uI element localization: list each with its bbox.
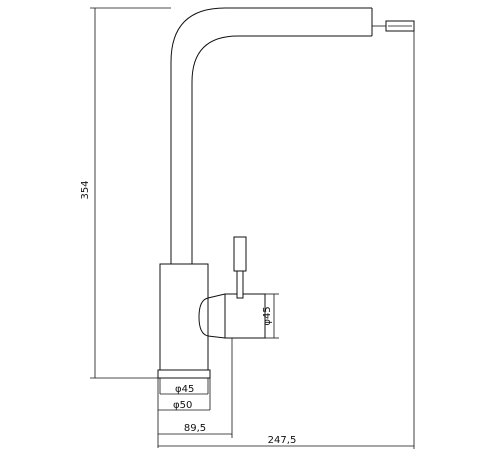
dimension-label-base-inner: φ45 [175, 384, 194, 395]
spout-inner-contour [191, 35, 372, 264]
dimension-width-total: 247,5 [158, 31, 415, 449]
dimension-base-diameters: φ45 φ50 [157, 378, 211, 448]
lever-collar [207, 293, 226, 339]
lever-boss [198, 297, 209, 337]
dimension-label-base-outer: φ50 [173, 400, 192, 411]
dimension-label-handle-diameter: φ45 [262, 306, 273, 325]
dimension-label-width-base: 89,5 [184, 423, 206, 434]
dimension-handle-diameter: φ45 [262, 293, 279, 339]
lever-handle [233, 236, 247, 272]
dimension-width-base: 89,5 [158, 338, 233, 438]
dimension-label-height: 354 [80, 180, 91, 199]
faucet-body [157, 7, 415, 379]
dimension-label-width-total: 247,5 [268, 435, 297, 446]
lever-cartridge [224, 293, 266, 339]
base-flange [157, 369, 211, 379]
dimension-height: 354 [80, 7, 171, 379]
lever-stem [236, 270, 244, 299]
spout-outer-contour [170, 7, 372, 264]
